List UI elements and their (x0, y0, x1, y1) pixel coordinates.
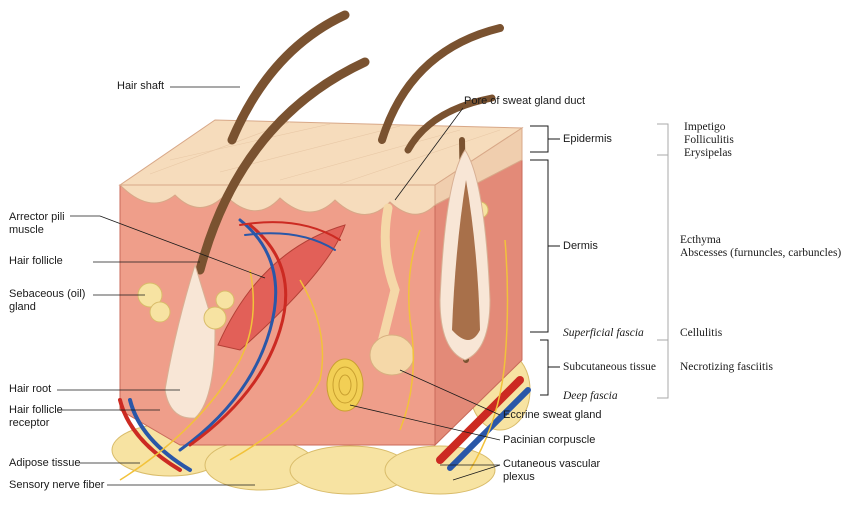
label-hair-root: Hair root (9, 383, 52, 395)
label-subcutaneous-tissue: Subcutaneous tissue (563, 361, 656, 373)
layer-brackets (530, 125, 560, 396)
infection-folliculitis: Folliculitis (684, 134, 734, 146)
infection-necrotizing-fasciitis: Necrotizing fasciitis (680, 361, 773, 373)
sweat-gland-duct (375, 203, 400, 355)
label-superficial-fascia: Superficial fascia (563, 327, 644, 339)
infection-impetigo: Impetigo (684, 121, 726, 133)
label-cutaneous-vascular-plexus: Cutaneous vascular plexus (503, 458, 601, 483)
eccrine-sweat-gland (369, 334, 415, 376)
arrector-pili-muscle (217, 224, 346, 351)
label-epidermis: Epidermis (563, 133, 612, 145)
infection-brackets (657, 123, 669, 399)
label-pore: Pore of sweat gland duct (464, 95, 586, 107)
label-dermis: Dermis (563, 240, 598, 252)
infection-cellulitis: Cellulitis (680, 327, 723, 339)
sensory-nerve-fibers (119, 229, 509, 481)
hair-follicle (164, 263, 216, 419)
label-hair-follicle: Hair follicle (9, 255, 63, 267)
infection-ecthyma: Ecthyma (680, 234, 721, 246)
leader-lines (57, 86, 501, 486)
label-arrector-pili: Arrector pili muscle (9, 211, 65, 236)
label-hair-follicle-receptor: Hair follicle receptor (9, 404, 63, 429)
pacinian-corpuscle (326, 358, 364, 412)
label-eccrine-sweat-gland: Eccrine sweat gland (503, 409, 602, 421)
label-sebaceous-gland: Sebaceous (oil) gland (9, 288, 86, 313)
label-deep-fascia: Deep fascia (563, 390, 618, 402)
label-hair-shaft: Hair shaft (117, 80, 165, 92)
infection-erysipelas: Erysipelas (684, 147, 732, 159)
infection-abscesses: Abscesses (furnuncles, carbuncles) (680, 247, 842, 259)
label-adipose-tissue: Adipose tissue (9, 457, 81, 469)
label-sensory-nerve-fiber: Sensory nerve fiber (9, 479, 105, 491)
label-pacinian-corpuscle: Pacinian corpuscle (503, 434, 596, 446)
